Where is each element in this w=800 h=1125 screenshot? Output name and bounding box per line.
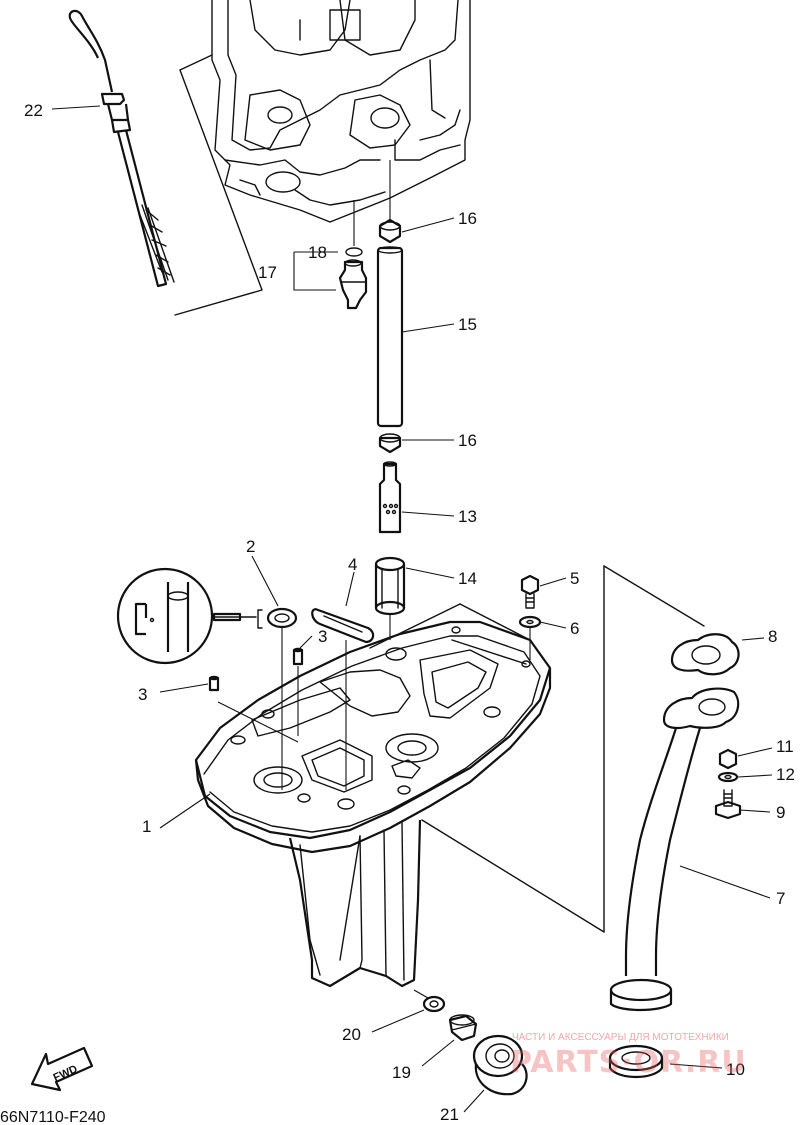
- o-ring-part-18: [345, 247, 363, 257]
- engine-block-outline: [211, 0, 471, 223]
- exhaust-pipe-part-7: [609, 687, 740, 1012]
- gasket-part-8: [670, 633, 740, 676]
- label-9[interactable]: 9: [776, 803, 785, 822]
- label-14[interactable]: 14: [458, 569, 477, 588]
- collar-part-16-bottom: [378, 433, 402, 454]
- bolt-part-9: [714, 789, 742, 820]
- fitting-part-17: [338, 259, 368, 310]
- leader-4: [345, 571, 355, 607]
- exhaust-alignment-lines: [369, 565, 705, 933]
- nut-part-11: [718, 748, 738, 770]
- label-11[interactable]: 11: [776, 737, 794, 756]
- label-4[interactable]: 4: [348, 555, 357, 574]
- label-7[interactable]: 7: [776, 889, 785, 908]
- leader-3b-to-base: [217, 701, 299, 743]
- watermark-brand: PARTS·OR.RU: [510, 1045, 747, 1080]
- strainer-part-13: [378, 461, 402, 534]
- label-3-upper[interactable]: 3: [318, 627, 327, 646]
- upper-casing-part-1: [194, 620, 552, 988]
- engine-bracket-lines: [174, 54, 263, 316]
- filter-cage-part-14: [374, 556, 406, 616]
- washer-part-6: [518, 615, 542, 629]
- diagram-code: 66N7110-F240: [0, 1109, 106, 1125]
- label-17[interactable]: 17: [258, 263, 277, 282]
- label-19[interactable]: 19: [392, 1063, 411, 1082]
- collar-part-16-top: [378, 218, 402, 244]
- label-10[interactable]: 10: [726, 1060, 745, 1079]
- label-21[interactable]: 21: [440, 1105, 459, 1124]
- grommet-part-21: [472, 1034, 528, 1096]
- label-2[interactable]: 2: [246, 537, 255, 556]
- label-1[interactable]: 1: [142, 817, 151, 836]
- part-labels: 22 18 17 16 15 16 13 14 2 4 5 6 3 3 1 8 …: [24, 101, 795, 1124]
- fwd-arrow-icon: FWD: [30, 1046, 94, 1092]
- label-16-bottom[interactable]: 16: [458, 431, 477, 450]
- label-3-lower[interactable]: 3: [138, 685, 147, 704]
- plug-part-19: [448, 1014, 478, 1042]
- gasket-part-4: [311, 608, 375, 644]
- seal-part-2: [257, 607, 298, 629]
- label-20[interactable]: 20: [342, 1025, 361, 1044]
- washer-part-12: [717, 771, 739, 783]
- seal-part-20: [422, 995, 446, 1013]
- label-15[interactable]: 15: [458, 315, 477, 334]
- label-8[interactable]: 8: [768, 627, 777, 646]
- dowel-pin-part-3-b: [208, 675, 220, 692]
- seal-detail-inset: [116, 567, 257, 665]
- label-18[interactable]: 18: [308, 243, 327, 262]
- bolt-part-5: [520, 574, 540, 609]
- label-6[interactable]: 6: [570, 619, 579, 638]
- label-16-top[interactable]: 16: [458, 209, 477, 228]
- tube-part-15: [376, 246, 404, 428]
- label-13[interactable]: 13: [458, 507, 477, 526]
- label-22[interactable]: 22: [24, 101, 43, 120]
- leader-20-to-leg: [413, 989, 429, 999]
- dipstick: [68, 9, 175, 288]
- leader-2: [251, 555, 279, 607]
- watermark-tagline: ЧАСТИ И АКСЕССУАРЫ ДЛЯ МОТОТЕХНИКИ: [512, 1032, 729, 1043]
- dowel-pin-part-3-a: [292, 647, 304, 666]
- label-5[interactable]: 5: [570, 569, 579, 588]
- watermark: ЧАСТИ И АКСЕССУАРЫ ДЛЯ МОТОТЕХНИКИ PARTS…: [510, 1032, 747, 1080]
- label-12[interactable]: 12: [776, 765, 795, 784]
- label-leaders: [51, 105, 773, 1113]
- grommet-part-10: [608, 1044, 664, 1078]
